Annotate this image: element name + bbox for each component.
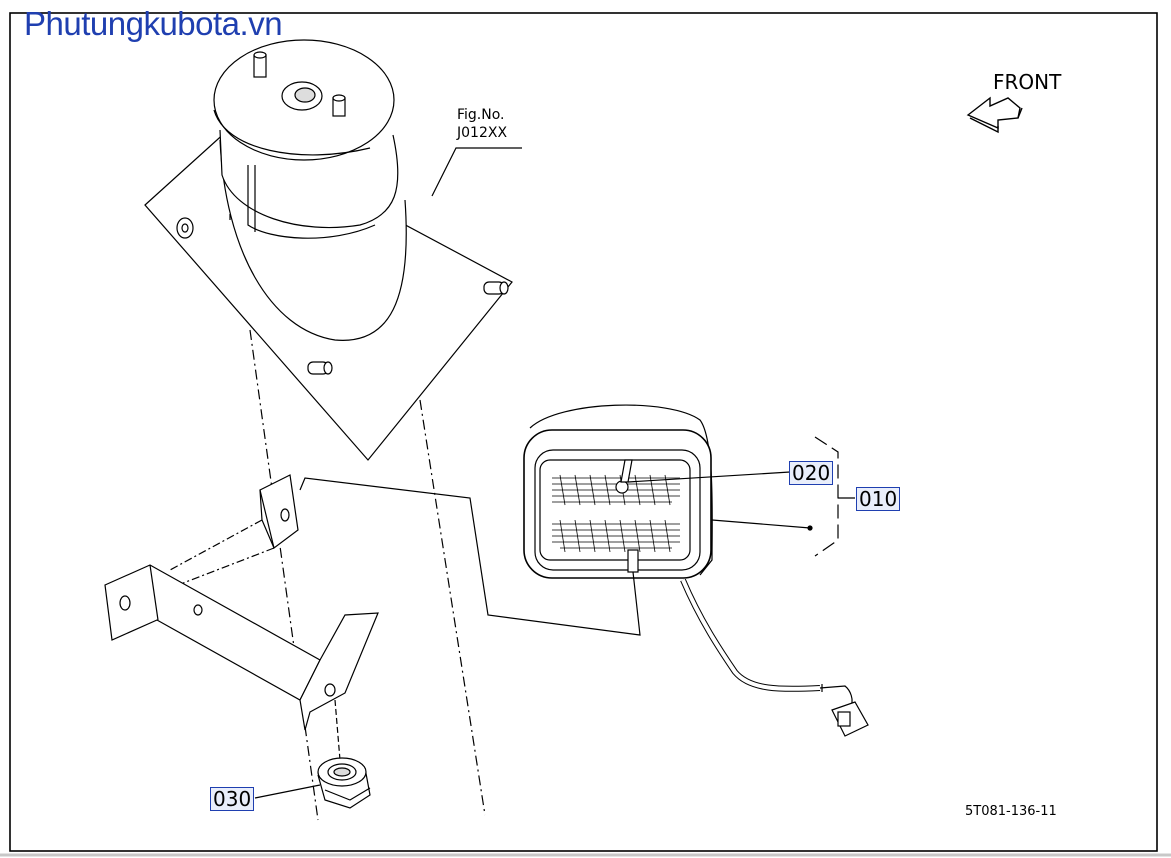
work-lamp bbox=[299, 404, 869, 737]
front-arrow-icon bbox=[966, 96, 1023, 134]
bracket bbox=[104, 474, 379, 761]
callout-part-010[interactable]: 010 bbox=[856, 487, 901, 511]
callout-part-020[interactable]: 020 bbox=[789, 461, 834, 485]
drawing-code: 5T081-136-11 bbox=[965, 804, 1057, 819]
figure-number-label: Fig.No. bbox=[457, 107, 505, 123]
figure-number: Fig.No. J012XX bbox=[457, 106, 507, 142]
flange-nut bbox=[317, 757, 371, 809]
callout-part-030[interactable]: 030 bbox=[210, 787, 255, 811]
front-label: FRONT bbox=[993, 70, 1062, 94]
watermark: Phutungkubota.vn bbox=[24, 5, 283, 42]
figure-number-code: J012XX bbox=[457, 125, 508, 141]
mounting-plate bbox=[144, 39, 513, 821]
